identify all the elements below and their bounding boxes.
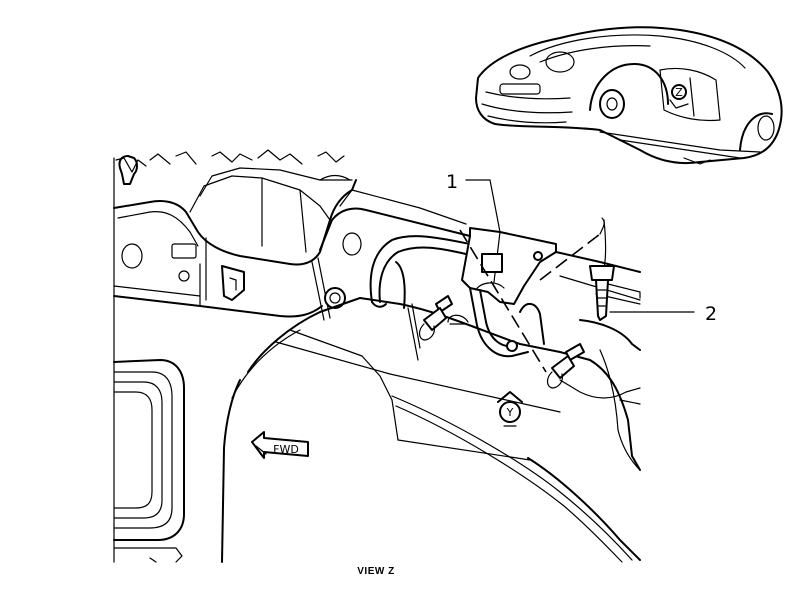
view-y-letter: Y <box>506 406 514 419</box>
bolt-part-2-right <box>546 343 585 389</box>
bolt-part-2-left <box>418 295 453 341</box>
callout-1-number: 1 <box>446 171 458 193</box>
callout-2: 2 <box>609 303 717 325</box>
bracket-part-1 <box>369 227 557 361</box>
bolt-part-2-upper <box>589 265 615 321</box>
view-caption: VIEW Z <box>357 566 394 577</box>
callout-2-number: 2 <box>705 303 717 325</box>
fwd-label: FWD <box>273 443 299 456</box>
detail-view: Y FWD <box>113 149 641 563</box>
view-y-marker: Y <box>497 391 523 427</box>
forward-direction-arrow: FWD <box>251 431 309 459</box>
view-z-letter: Z <box>675 86 683 99</box>
view-z-marker: Z <box>669 84 689 109</box>
callout-1: 1 <box>446 171 501 233</box>
vehicle-overview: Z <box>475 26 783 165</box>
